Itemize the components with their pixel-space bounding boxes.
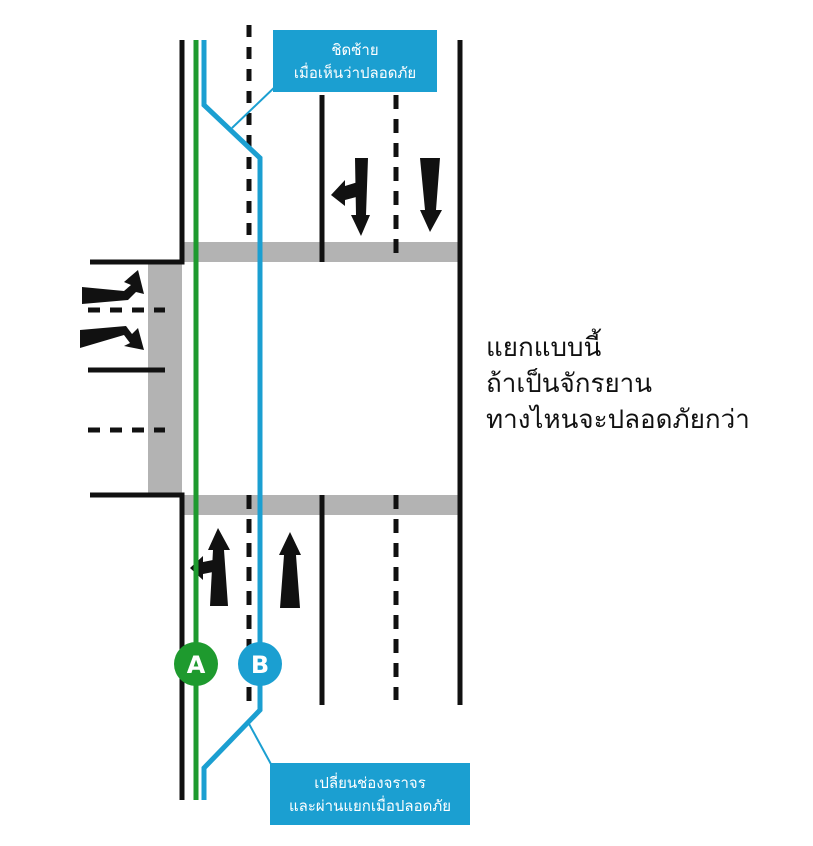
callout-bottom-line1: เปลี่ยนช่องจราจร — [314, 772, 426, 792]
callout-top-line1: ชิดซ้าย — [331, 41, 378, 59]
svg-text:A: A — [187, 651, 206, 679]
arrow-down-straight — [420, 158, 442, 232]
callout-top: ชิดซ้าย เมื่อเห็นว่าปลอดภัย — [273, 30, 437, 92]
question-line2: ถ้าเป็นจักรยาน — [486, 367, 652, 399]
arrow-up-straight — [279, 532, 301, 608]
callout-bottom-line2: และผ่านแยกเมื่อปลอดภัย — [289, 795, 451, 815]
road-edges — [90, 40, 463, 800]
callout-bottom-leader — [247, 721, 273, 767]
callout-top-leader — [231, 83, 279, 129]
question-text: แยกแบบนี้ ถ้าเป็นจักรยาน ทางไหนจะปลอดภัย… — [486, 328, 750, 435]
route-b-badge: B — [238, 642, 282, 686]
crosswalk-left — [148, 262, 182, 495]
arrow-up-left — [190, 528, 230, 606]
upper-lane-lines — [246, 25, 399, 262]
side-street-lines — [88, 307, 165, 433]
question-line3: ทางไหนจะปลอดภัยกว่า — [486, 404, 750, 435]
arrow-side-turn-upper — [82, 270, 144, 304]
callout-top-line2: เมื่อเห็นว่าปลอดภัย — [294, 62, 416, 82]
callout-bottom: เปลี่ยนช่องจราจร และผ่านแยกเมื่อปลอดภัย — [270, 763, 470, 825]
svg-text:B: B — [251, 651, 269, 679]
route-b-line — [201, 40, 263, 800]
route-a-badge: A — [174, 642, 218, 686]
question-line1: แยกแบบนี้ — [486, 328, 602, 363]
arrow-side-turn-lower — [80, 326, 144, 350]
arrow-down-left — [331, 158, 370, 236]
